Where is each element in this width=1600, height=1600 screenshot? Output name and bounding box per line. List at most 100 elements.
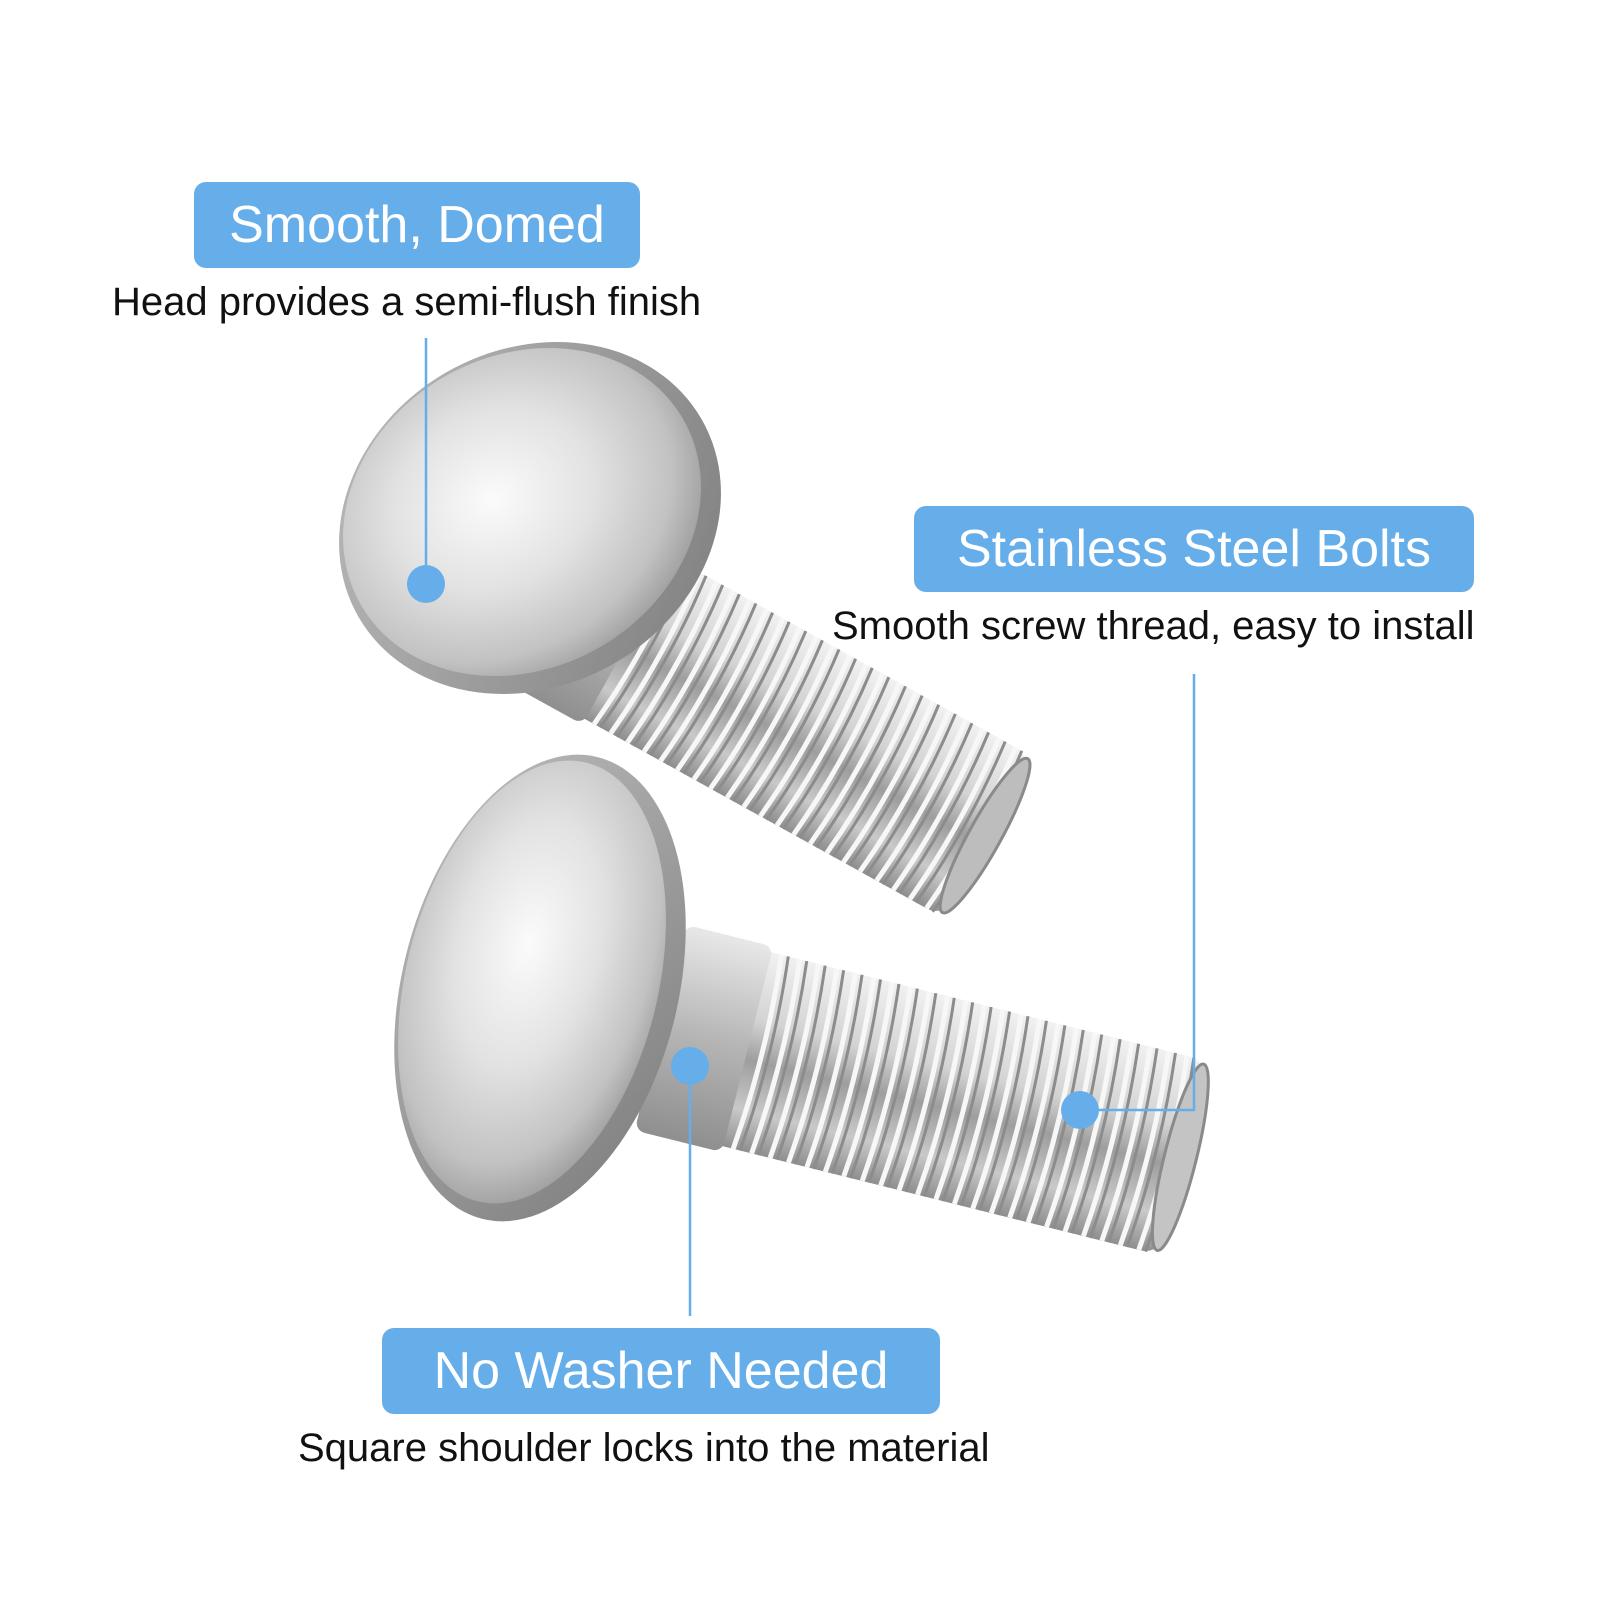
thread-groove: [1051, 1034, 1104, 1230]
callout-caption-washer: Square shoulder locks into the material: [298, 1426, 990, 1470]
thread-ridge: [933, 1004, 987, 1201]
thread-groove: [941, 1006, 993, 1202]
thread-ridge: [1025, 1027, 1079, 1224]
thread-ridge: [658, 599, 753, 763]
callout-caption-head: Head provides a semi-flush finish: [112, 280, 702, 324]
thread-ridge: [691, 617, 786, 781]
thread-groove: [665, 602, 758, 766]
thread-ridge: [907, 737, 1002, 901]
bolt-upper-tip: [938, 756, 1032, 915]
thread-groove: [648, 593, 741, 756]
thread-ridge: [608, 571, 703, 735]
thread-ridge: [988, 1018, 1043, 1214]
thread-groove: [881, 722, 974, 885]
thread-ridge: [878, 991, 932, 1187]
thread-ridge: [1081, 1041, 1135, 1237]
thread-groove: [682, 612, 774, 775]
thread-groove: [849, 983, 901, 1179]
thread-ridge: [859, 986, 914, 1182]
thread-groove: [815, 685, 907, 849]
thread-groove: [615, 575, 708, 738]
thread-ridge: [841, 700, 935, 864]
thread-ridge: [625, 580, 719, 744]
thread-groove: [756, 960, 809, 1156]
callout-title-head: Smooth, Domed: [194, 182, 640, 268]
thread-ridge: [641, 589, 736, 754]
thread-groove: [867, 988, 919, 1184]
thread-groove: [1125, 1052, 1177, 1248]
thread-ridge: [730, 954, 784, 1150]
callout-title-washer: No Washer Needed: [382, 1328, 940, 1414]
thread-ridge: [808, 681, 902, 846]
thread-groove: [1070, 1038, 1122, 1234]
thread-groove: [898, 731, 990, 895]
thread-ridge: [857, 709, 952, 873]
bolt-lower: [394, 754, 1210, 1253]
thread-ridge: [915, 1000, 969, 1196]
callout-caption-steel: Smooth screw thread, easy to install: [832, 604, 1475, 648]
marker-dot-washer: [671, 1047, 709, 1085]
thread-ridge: [786, 968, 840, 1164]
thread-groove: [632, 584, 725, 747]
bolt-upper-threads: [592, 562, 1024, 913]
thread-groove: [765, 658, 858, 821]
thread-ridge: [822, 977, 877, 1173]
thread-ridge: [1099, 1046, 1153, 1242]
thread-groove: [775, 965, 827, 1161]
thread-ridge: [952, 1009, 1006, 1205]
bolt-lower-threads: [730, 954, 1196, 1253]
thread-ridge: [708, 626, 802, 791]
thread-groove: [904, 997, 956, 1193]
thread-ridge: [675, 608, 769, 772]
thread-ridge: [891, 728, 985, 892]
thread-groove: [781, 667, 874, 830]
thread-ridge: [741, 645, 836, 809]
bolt-lower-head: [398, 760, 666, 1204]
thread-ridge: [1007, 1023, 1061, 1219]
thread-ridge: [824, 691, 919, 855]
thread-groove: [885, 992, 938, 1188]
thread-ridge: [758, 654, 852, 818]
thread-ridge: [841, 981, 895, 1178]
thread-groove: [959, 1011, 1012, 1207]
marker-dot-head: [407, 565, 445, 603]
thread-groove: [830, 979, 882, 1174]
thread-groove: [831, 694, 924, 858]
thread-ridge: [774, 663, 869, 827]
thread-ridge: [874, 718, 969, 883]
thread-groove: [1088, 1043, 1141, 1239]
thread-groove: [848, 704, 941, 867]
thread-ridge: [804, 972, 858, 1169]
thread-ridge: [725, 635, 819, 800]
thread-ridge: [1044, 1032, 1098, 1228]
bolt-lower-shoulder: [636, 926, 772, 1151]
thread-groove: [1015, 1025, 1067, 1220]
thread-ridge: [749, 958, 803, 1155]
thread-ridge: [970, 1014, 1024, 1210]
thread-groove: [914, 740, 1007, 904]
thread-groove: [738, 956, 790, 1152]
thread-ridge: [896, 995, 950, 1192]
leader-line-steel: [1080, 674, 1196, 1112]
thread-ridge: [1062, 1037, 1116, 1233]
bolt-upper: [339, 342, 1032, 915]
thread-groove: [812, 974, 864, 1170]
thread-groove: [798, 676, 891, 839]
thread-ridge: [767, 963, 821, 1159]
thread-ridge: [1117, 1050, 1172, 1247]
thread-groove: [731, 639, 824, 803]
thread-groove: [996, 1020, 1048, 1216]
marker-dot-steel: [1061, 1091, 1099, 1129]
thread-groove: [864, 713, 957, 876]
thread-ridge: [791, 672, 886, 837]
thread-groove: [978, 1015, 1030, 1211]
callout-markers: [407, 338, 1196, 1316]
thread-groove: [698, 621, 791, 784]
thread-groove: [1107, 1048, 1159, 1243]
thread-groove: [748, 648, 841, 812]
thread-groove: [715, 630, 808, 793]
thread-groove: [1033, 1029, 1085, 1225]
callout-title-steel: Stainless Steel Bolts: [914, 506, 1474, 592]
